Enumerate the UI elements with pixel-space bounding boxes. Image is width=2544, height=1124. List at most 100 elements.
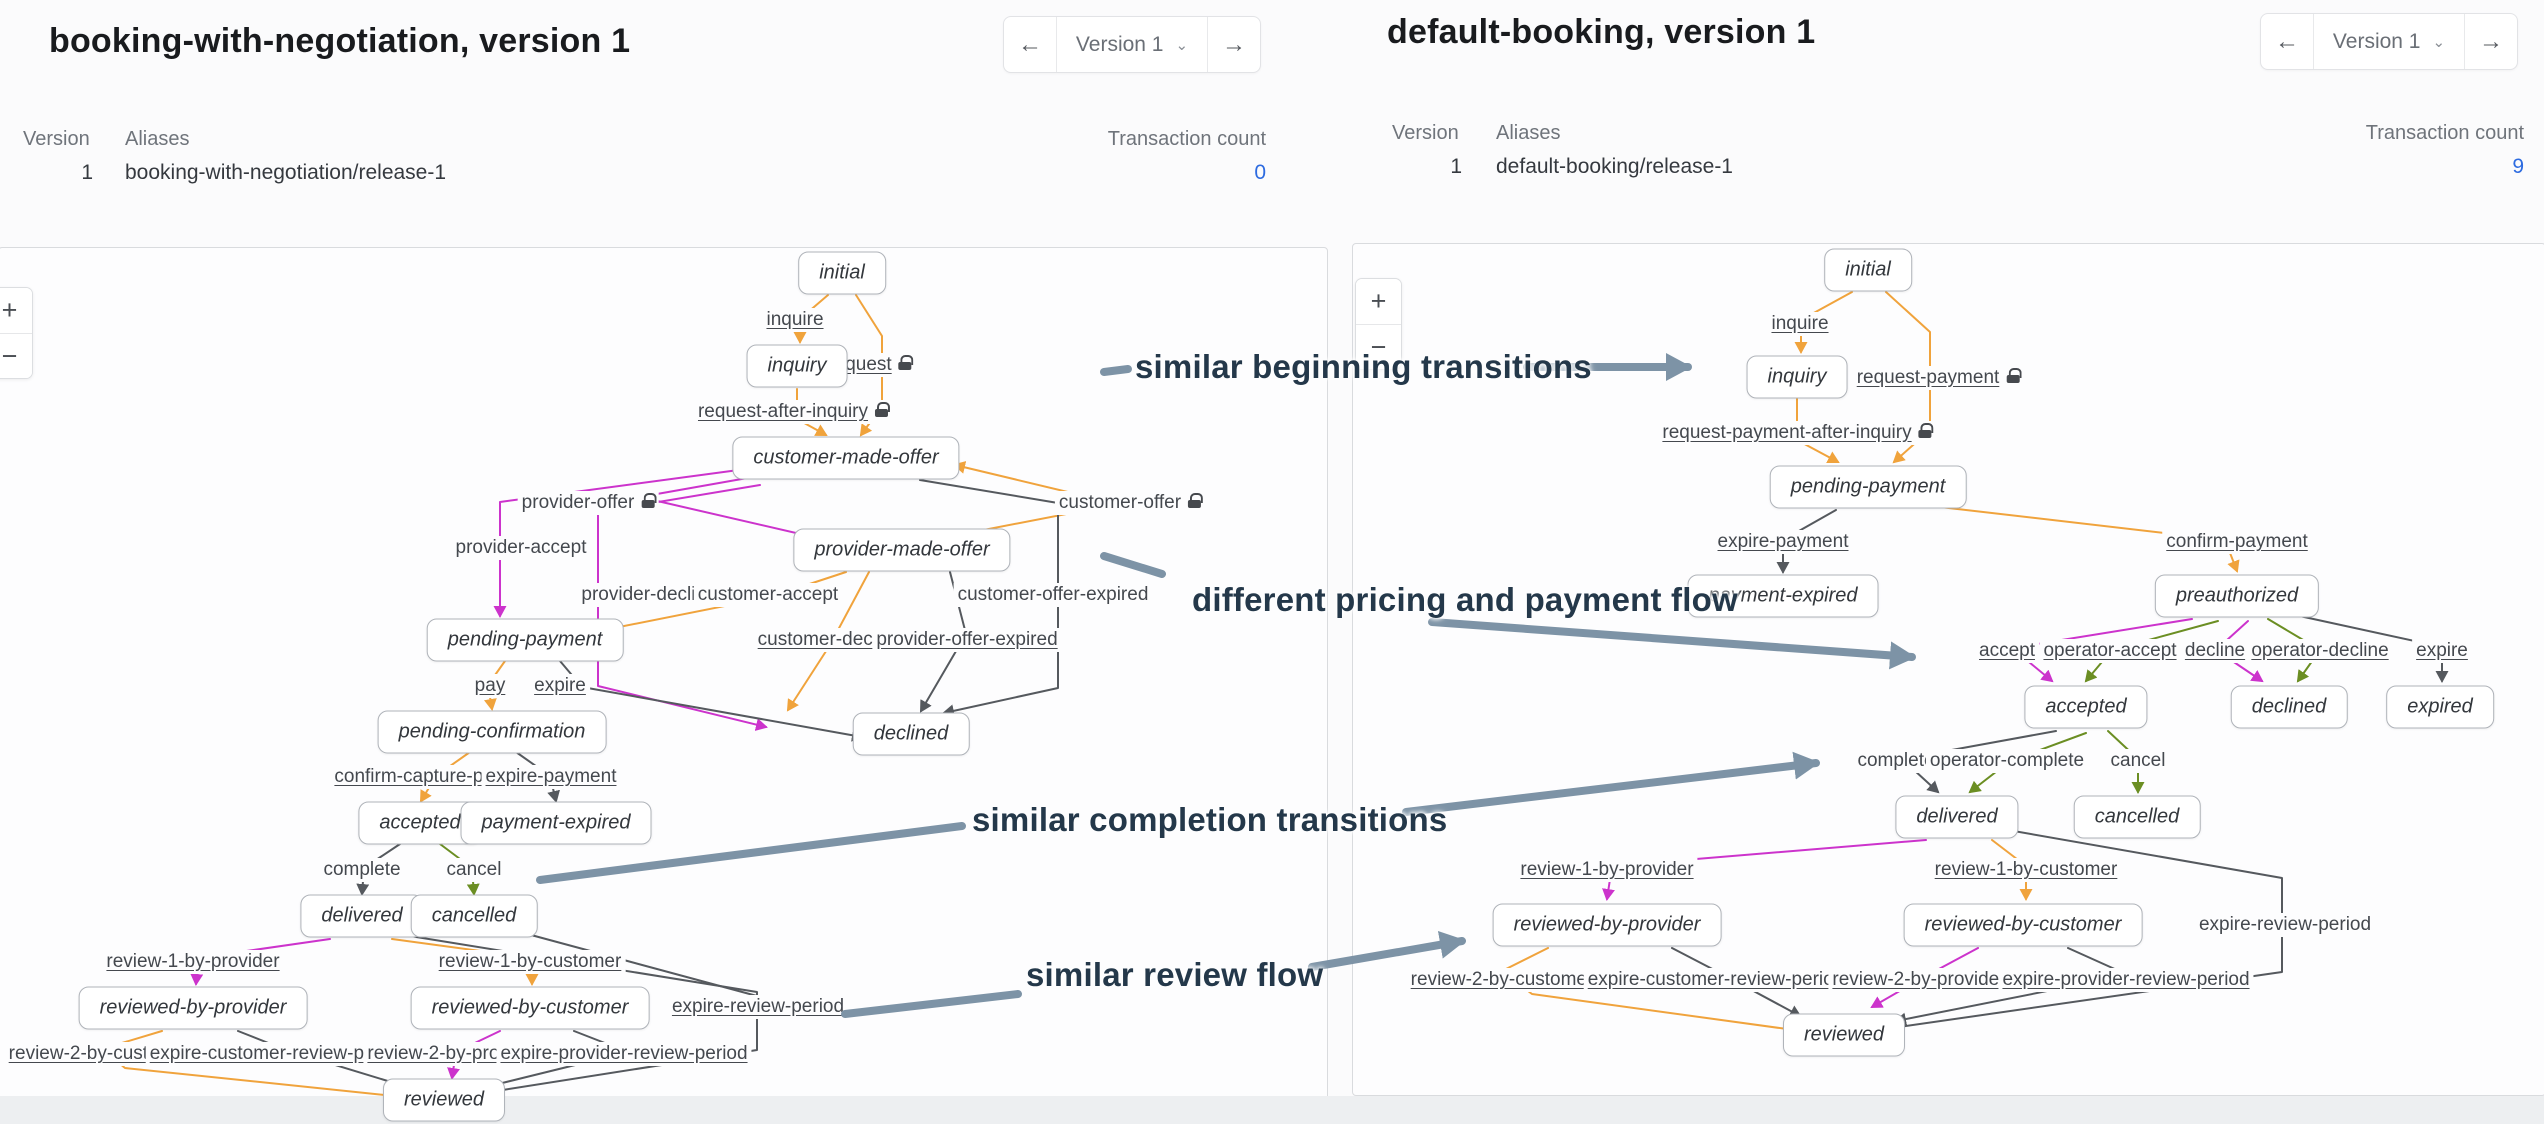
- right-next-version-button[interactable]: →: [2479, 27, 2503, 55]
- right-version-dropdown-label: Version 1: [2332, 29, 2421, 53]
- annotation-text-2: different pricing and payment flow: [1192, 581, 1738, 618]
- right-col-txcount: Transaction count: [2365, 122, 2524, 144]
- transition-label-provider-accept: provider-accept: [451, 536, 591, 560]
- state-node-preauthorized: preauthorized: [2154, 574, 2320, 618]
- transition-label-inquire[interactable]: inquire: [762, 308, 828, 332]
- left-version-dropdown-label: Version 1: [1075, 32, 1164, 56]
- state-node-cancelled: cancelled: [410, 894, 538, 938]
- chevron-down-icon: ⌄: [1175, 36, 1189, 54]
- state-node-payment-expired: payment-expired: [460, 801, 652, 845]
- state-node-payment-expired: payment-expired: [1687, 574, 1879, 618]
- zoom-out-button[interactable]: −: [1356, 324, 1401, 369]
- zoom-out-button[interactable]: −: [0, 333, 32, 378]
- right-version-nav: ← Version 1 ⌄ →: [2260, 13, 2518, 70]
- annotation-text-4: similar review flow: [1026, 956, 1324, 993]
- left-prev-version-button[interactable]: ←: [1018, 30, 1042, 58]
- lock-icon: [1918, 423, 1934, 438]
- transition-label-complete: complete: [319, 858, 405, 882]
- transition-label-expire-provider-review-period[interactable]: expire-provider-review-period: [496, 1042, 752, 1066]
- transition-label-customer-offer: customer-offer: [1054, 491, 1206, 515]
- left-row-txcount-link[interactable]: 0: [1254, 161, 1266, 184]
- state-node-pending-payment: pending-payment: [1769, 465, 1967, 509]
- transition-label-cancel: cancel: [442, 858, 506, 882]
- lock-icon: [875, 402, 891, 417]
- zoom-in-button[interactable]: +: [1356, 279, 1401, 324]
- transition-label-operator-complete: operator-complete: [1925, 749, 2089, 773]
- lock-icon: [1188, 493, 1204, 508]
- state-node-inquiry: inquiry: [1746, 355, 1848, 399]
- state-node-provider-made-offer: provider-made-offer: [793, 528, 1011, 572]
- transition-label-expire[interactable]: expire: [530, 674, 590, 698]
- left-row-version: 1: [81, 161, 93, 184]
- transition-label-expire-customer-review-period[interactable]: expire-customer-review-period: [1583, 968, 1849, 992]
- state-node-declined: declined: [2230, 685, 2348, 729]
- transition-label-provider-offer: provider-offer: [517, 491, 659, 515]
- transition-label-request-after-inquiry[interactable]: request-after-inquiry: [693, 400, 893, 424]
- transition-label-customer-accept: customer-accept: [693, 583, 843, 607]
- transition-label-review-1-by-customer[interactable]: review-1-by-customer: [434, 950, 626, 974]
- state-node-declined: declined: [852, 712, 970, 756]
- transition-label-inquire[interactable]: inquire: [1767, 312, 1833, 336]
- state-node-reviewed: reviewed: [1782, 1013, 1906, 1057]
- left-col-version: Version: [23, 128, 90, 150]
- state-node-cancelled: cancelled: [2073, 795, 2201, 839]
- transition-label-confirm-payment[interactable]: confirm-payment: [2162, 530, 2312, 554]
- transition-label-operator-decline[interactable]: operator-decline: [2247, 639, 2393, 663]
- transition-label-expire-payment[interactable]: expire-payment: [1713, 530, 1853, 554]
- state-node-initial: initial: [798, 251, 886, 295]
- state-node-delivered: delivered: [1895, 795, 2019, 839]
- right-row-alias: default-booking/release-1: [1496, 155, 1733, 178]
- transition-label-review-2-by-provider[interactable]: review-2-by-provider: [1828, 968, 2010, 992]
- state-node-inquiry: inquiry: [746, 344, 848, 388]
- annotation-text-1: similar beginning transitions: [1135, 348, 1592, 385]
- right-col-aliases: Aliases: [1496, 122, 1561, 144]
- transition-label-expire-review-period: expire-review-period: [2194, 913, 2376, 937]
- transition-label-review-1-by-customer[interactable]: review-1-by-customer: [1930, 858, 2122, 882]
- right-zoom-control: + −: [1355, 278, 1402, 370]
- transition-label-request-payment-after-inquiry[interactable]: request-payment-after-inquiry: [1658, 421, 1936, 445]
- state-node-expired: expired: [2386, 685, 2494, 729]
- state-node-delivered: delivered: [300, 894, 424, 938]
- state-node-pending-payment: pending-payment: [426, 618, 624, 662]
- state-node-accepted: accepted: [2024, 685, 2148, 729]
- lock-icon: [641, 493, 657, 508]
- left-version-dropdown[interactable]: Version 1 ⌄: [1056, 17, 1208, 72]
- transition-label-pay[interactable]: pay: [470, 674, 510, 698]
- state-node-reviewed: reviewed: [382, 1078, 506, 1122]
- state-node-reviewed-by-customer: reviewed-by-customer: [1903, 903, 2143, 947]
- left-next-version-button[interactable]: →: [1222, 30, 1246, 58]
- transition-label-expire-review-period[interactable]: expire-review-period: [667, 995, 849, 1019]
- transition-label-review-1-by-provider[interactable]: review-1-by-provider: [1516, 858, 1698, 882]
- transition-label-review-2-by-customer[interactable]: review-2-by-customer: [1406, 968, 1598, 992]
- state-node-reviewed-by-customer: reviewed-by-customer: [410, 986, 650, 1030]
- lock-icon: [898, 355, 914, 370]
- right-process-title: default-booking, version 1: [1387, 13, 1816, 51]
- state-node-reviewed-by-provider: reviewed-by-provider: [78, 986, 308, 1030]
- transition-label-request-payment[interactable]: request-payment: [1852, 366, 2024, 390]
- right-prev-version-button[interactable]: ←: [2275, 27, 2299, 55]
- state-node-pending-confirmation: pending-confirmation: [377, 710, 607, 754]
- right-version-dropdown[interactable]: Version 1 ⌄: [2313, 14, 2465, 69]
- transition-label-operator-accept[interactable]: operator-accept: [2039, 639, 2181, 663]
- transition-label-review-1-by-provider[interactable]: review-1-by-provider: [102, 950, 284, 974]
- zoom-in-button[interactable]: +: [0, 288, 32, 333]
- left-col-aliases: Aliases: [125, 128, 190, 150]
- annotation-text-3: similar completion transitions: [972, 801, 1448, 838]
- transition-label-decline[interactable]: decline: [2180, 639, 2250, 663]
- left-row-alias: booking-with-negotiation/release-1: [125, 161, 447, 184]
- state-node-initial: initial: [1824, 248, 1912, 292]
- left-col-txcount: Transaction count: [1107, 128, 1266, 150]
- transition-label-expire[interactable]: expire: [2412, 639, 2472, 663]
- lock-icon: [2006, 368, 2022, 383]
- transition-label-expire-payment[interactable]: expire-payment: [481, 765, 621, 789]
- right-row-txcount-link[interactable]: 9: [2512, 155, 2524, 178]
- state-node-customer-made-offer: customer-made-offer: [732, 436, 960, 480]
- right-col-version: Version: [1392, 122, 1459, 144]
- transition-label-provider-offer-expired[interactable]: provider-offer-expired: [872, 628, 1062, 652]
- transition-label-accept[interactable]: accept: [1975, 639, 2039, 663]
- left-process-title: booking-with-negotiation, version 1: [49, 22, 631, 60]
- chevron-down-icon: ⌄: [2432, 33, 2446, 51]
- transition-label-customer-offer-expired: customer-offer-expired: [953, 583, 1153, 607]
- transition-label-expire-provider-review-period[interactable]: expire-provider-review-period: [1998, 968, 2254, 992]
- left-zoom-control: + −: [0, 287, 33, 379]
